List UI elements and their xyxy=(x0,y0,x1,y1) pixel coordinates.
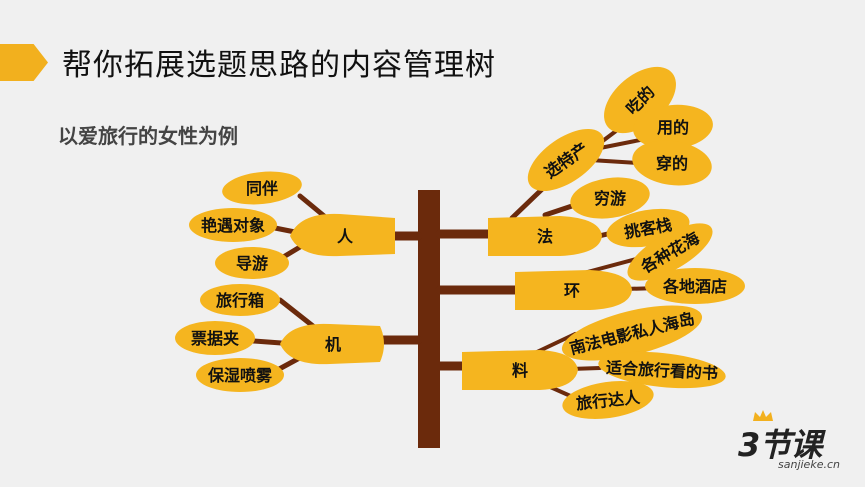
leaf-chuande xyxy=(632,140,712,186)
branch-label-liao: 料 xyxy=(512,361,528,380)
leaf-label-chuande: 穿的 xyxy=(656,154,688,173)
leaf-label-baoshi: 保湿喷雾 xyxy=(207,366,273,385)
leaf-label-piaojujia: 票据夹 xyxy=(191,329,239,348)
branch-node-ren xyxy=(290,213,395,257)
leaf-lvxing-daren xyxy=(562,381,654,419)
leaf-label-daoyou: 导游 xyxy=(236,254,268,273)
leaf-shihe-shu xyxy=(598,351,726,389)
branch-node-huan xyxy=(515,270,632,310)
leaf-tongban xyxy=(222,171,302,205)
branch-nodes xyxy=(280,213,632,390)
tree-trunk xyxy=(418,190,440,448)
leaf-baoshi xyxy=(196,358,284,392)
page-title: 帮你拓展选题思路的内容管理树 xyxy=(62,48,496,83)
leaf-label-lvxingxiang: 旅行箱 xyxy=(216,291,264,310)
logo-text: 3节课 xyxy=(738,426,822,464)
leaf-shapes xyxy=(175,66,745,419)
leaf-label-yanyu: 艳遇对象 xyxy=(201,216,265,235)
branch-label-fa: 法 xyxy=(537,227,553,246)
leaf-label-qiongyou: 穷游 xyxy=(594,189,626,208)
leaf-label-gedijiudian: 各地酒店 xyxy=(662,277,727,296)
brand-logo: 3节课 sanjieke.cn xyxy=(738,410,848,471)
branch-node-fa xyxy=(488,216,602,256)
leaf-label-tongban: 同伴 xyxy=(246,179,278,198)
leaf-siren-haidao xyxy=(561,305,703,361)
leaf-daoyou xyxy=(215,247,289,279)
leaf-label-yongde: 用的 xyxy=(657,118,689,137)
leaf-xuantechan xyxy=(527,128,605,192)
leaf-gezhonghuahai xyxy=(627,223,713,281)
branch-label-huan: 环 xyxy=(564,281,580,300)
crown-icon xyxy=(753,410,773,421)
leaf-yongde xyxy=(633,104,713,150)
branch-node-ji xyxy=(280,323,384,365)
branch-label-ren: 人 xyxy=(337,227,354,246)
branch-label-ji: 机 xyxy=(325,335,341,354)
leaf-piaojujia xyxy=(175,321,255,355)
leaf-yanyu xyxy=(189,208,277,242)
leaf-lvxingxiang xyxy=(200,284,280,316)
page-subtitle: 以爱旅行的女性为例 xyxy=(58,124,238,148)
branch-node-liao xyxy=(462,350,578,390)
leaf-gedijiudian xyxy=(645,268,745,304)
leaf-qiongyou xyxy=(570,177,650,219)
logo-url: sanjieke.cn xyxy=(778,458,840,471)
